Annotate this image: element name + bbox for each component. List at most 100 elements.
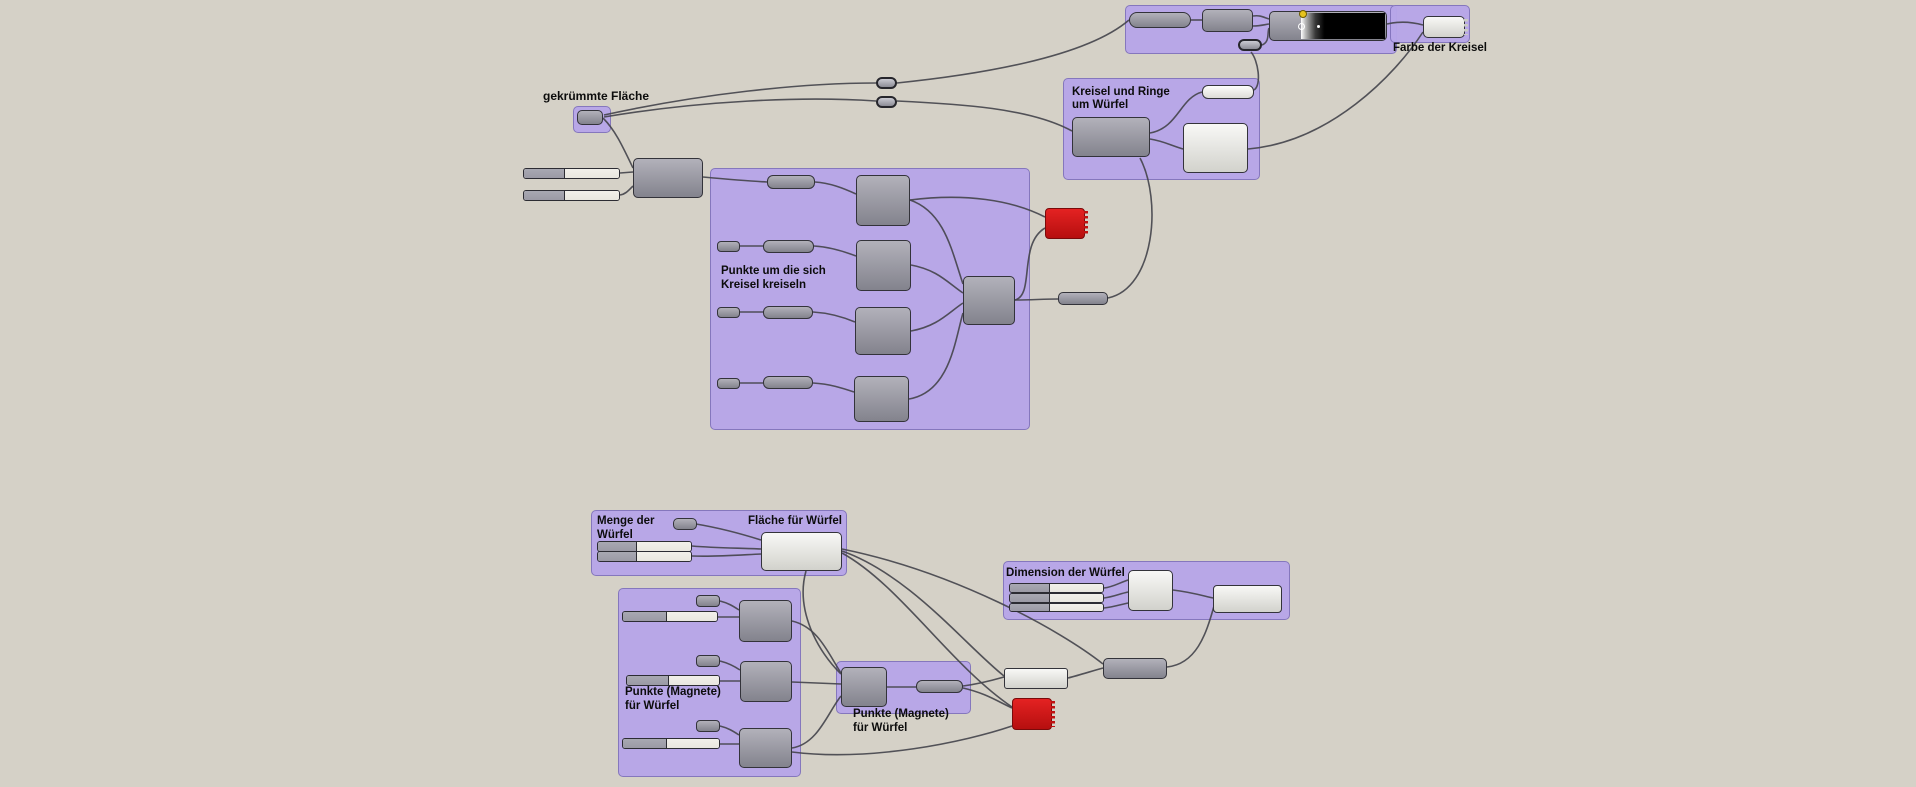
param-capsule-node[interactable]: [767, 175, 815, 189]
value-capsule-node[interactable]: [696, 655, 720, 667]
group-label-punkte-kreisel-1: Punkte um die sich: [721, 265, 826, 277]
number-slider[interactable]: [1009, 583, 1104, 593]
slider-grip[interactable]: [598, 542, 637, 551]
number-slider[interactable]: [1009, 603, 1104, 612]
point-component-node[interactable]: [856, 175, 910, 226]
wire: [910, 302, 964, 332]
group-label-magnete-rechts-2: für Würfel: [853, 722, 908, 734]
point-component-node[interactable]: [856, 240, 911, 291]
wire: [1103, 579, 1129, 589]
point-component-node[interactable]: [855, 307, 911, 355]
wire: [813, 245, 857, 257]
wire: [908, 312, 964, 400]
gradient-preview[interactable]: [1301, 13, 1385, 39]
surface-panel-node[interactable]: [761, 532, 842, 571]
wire: [791, 695, 842, 749]
gradient-grip-yellow[interactable]: [1299, 10, 1307, 18]
slider-track[interactable]: [1050, 604, 1103, 611]
value-capsule-node[interactable]: [673, 518, 697, 530]
param-capsule-node[interactable]: [1103, 658, 1167, 679]
wire: [910, 264, 964, 294]
wire: [1386, 21, 1424, 26]
wire: [691, 553, 762, 558]
param-capsule-node[interactable]: [763, 240, 814, 253]
relay-node[interactable]: [876, 77, 897, 89]
relay-node[interactable]: [876, 96, 897, 108]
slider-grip[interactable]: [623, 612, 667, 621]
gradient-grip-white[interactable]: [1317, 25, 1320, 28]
error-node[interactable]: [1045, 208, 1088, 239]
error-node[interactable]: [1012, 698, 1055, 730]
merge-node[interactable]: [841, 667, 887, 707]
gradient-grip-open[interactable]: [1298, 23, 1305, 30]
ring-component-node[interactable]: [1183, 123, 1248, 173]
wire: [1166, 605, 1215, 668]
slider-grip[interactable]: [627, 676, 669, 685]
number-slider[interactable]: [622, 611, 718, 622]
number-slider[interactable]: [523, 190, 620, 201]
slider-grip[interactable]: [1010, 584, 1050, 592]
value-capsule-node[interactable]: [717, 241, 740, 252]
point-component-node[interactable]: [740, 661, 792, 702]
param-capsule-node[interactable]: [1058, 292, 1108, 305]
wire: [909, 196, 1046, 218]
preview-panel-node[interactable]: [1423, 16, 1468, 38]
slider-grip[interactable]: [623, 739, 667, 748]
box-panel-node[interactable]: [1213, 585, 1282, 613]
slider-grip[interactable]: [598, 552, 637, 561]
domain-component-node[interactable]: [1128, 570, 1173, 611]
merge-node[interactable]: [963, 276, 1015, 325]
wire: [812, 382, 855, 393]
group-label-magnete-rechts-1: Punkte (Magnete): [853, 708, 949, 720]
slider-track[interactable]: [1050, 584, 1103, 592]
slider-grip[interactable]: [1010, 594, 1050, 602]
param-capsule-node[interactable]: [763, 306, 813, 319]
value-capsule-node[interactable]: [717, 378, 740, 389]
surface-component-node[interactable]: [633, 158, 703, 198]
slider-track[interactable]: [667, 612, 717, 621]
param-capsule-node[interactable]: [763, 376, 813, 389]
number-slider[interactable]: [1009, 593, 1104, 603]
value-capsule-node[interactable]: [696, 720, 720, 732]
slider-track[interactable]: [667, 739, 719, 748]
param-capsule-node[interactable]: [1202, 85, 1254, 99]
range-node[interactable]: [1202, 9, 1253, 32]
surface-capsule-node[interactable]: [577, 110, 603, 125]
slider-track[interactable]: [565, 191, 619, 200]
wire: [841, 550, 1005, 677]
wire: [841, 552, 1013, 708]
point-component-node[interactable]: [739, 600, 792, 642]
circle-component-node[interactable]: [1072, 117, 1150, 157]
number-slider[interactable]: [523, 168, 620, 179]
slider-track[interactable]: [565, 169, 619, 178]
slider-track[interactable]: [637, 542, 691, 551]
value-capsule-node[interactable]: [696, 595, 720, 607]
slider-track[interactable]: [637, 552, 691, 561]
group-label-flaeche-fuer-wuerfel: Fläche für Würfel: [748, 515, 842, 527]
slider-grip[interactable]: [524, 169, 565, 178]
value-capsule-node[interactable]: [1129, 12, 1191, 28]
param-capsule-node[interactable]: [916, 680, 963, 693]
slider-grip[interactable]: [1010, 604, 1050, 611]
group-label-magnete-links-1: Punkte (Magnete): [625, 686, 721, 698]
wire: [1067, 667, 1104, 679]
number-slider[interactable]: [622, 738, 720, 749]
gradient-node[interactable]: [1269, 10, 1387, 41]
slider-track[interactable]: [1050, 594, 1103, 602]
wire: [791, 725, 1013, 756]
wire: [719, 725, 740, 736]
slider-track[interactable]: [669, 676, 719, 685]
point-component-node[interactable]: [739, 728, 792, 768]
wire: [814, 181, 857, 195]
list-panel-node[interactable]: [1004, 668, 1068, 689]
relay-node[interactable]: [1238, 39, 1262, 51]
group-label-farbe-der-kreisel: Farbe der Kreisel: [1393, 42, 1487, 54]
wire: [619, 185, 634, 196]
point-component-node[interactable]: [854, 376, 909, 422]
slider-grip[interactable]: [524, 191, 565, 200]
number-slider[interactable]: [626, 675, 720, 686]
value-capsule-node[interactable]: [717, 307, 740, 318]
number-slider[interactable]: [597, 551, 692, 562]
wire: [695, 523, 762, 541]
